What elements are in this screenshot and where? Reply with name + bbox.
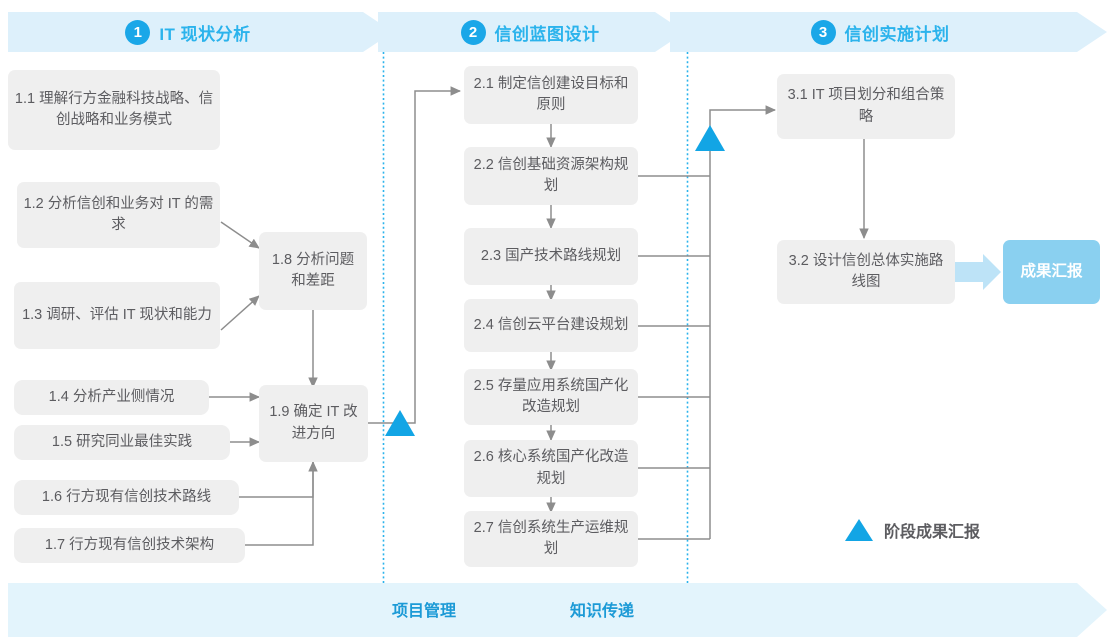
task-box-1-3[interactable]: 1.3 调研、评估 IT 现状和能力 [14,282,220,349]
task-box-2-7[interactable]: 2.7 信创系统生产运维规划 [464,511,638,567]
task-box-2-6[interactable]: 2.6 核心系统国产化改造规划 [464,440,638,497]
task-box-1-5[interactable]: 1.5 研究同业最佳实践 [14,425,230,460]
task-box-1-6[interactable]: 1.6 行方现有信创技术路线 [14,480,239,515]
task-box-3-2[interactable]: 3.2 设计信创总体实施路线图 [777,240,955,304]
outcome-box[interactable]: 成果汇报 [1003,240,1100,304]
phase-header-band-1 [8,12,393,52]
task-box-3-1[interactable]: 3.1 IT 项目划分和组合策略 [777,74,955,139]
task-box-2-4[interactable]: 2.4 信创云平台建设规划 [464,299,638,352]
task-box-2-3[interactable]: 2.3 国产技术路线规划 [464,228,638,285]
footer-item-project-management[interactable]: 项目管理 [392,603,457,620]
footer-band [8,583,1107,637]
connector-1-9-to-2-1 [368,86,462,424]
task-box-1-4[interactable]: 1.4 分析产业侧情况 [14,380,209,415]
connector-1-7-to-1-9 [245,462,314,546]
milestone-triangle-phase1 [385,410,415,436]
task-box-1-1[interactable]: 1.1 理解行方金融科技战略、信创战略和业务模式 [8,70,220,150]
connector-1-3-to-1-8 [220,295,260,331]
task-box-2-2[interactable]: 2.2 信创基础资源架构规划 [464,147,638,205]
task-box-2-1[interactable]: 2.1 制定信创建设目标和原则 [464,66,638,124]
milestone-triangle-phase2 [695,125,725,151]
connector-1-6-to-1-9 [239,460,318,498]
task-box-2-5[interactable]: 2.5 存量应用系统国产化改造规划 [464,369,638,425]
phase-header-band-3 [670,12,1107,52]
task-box-1-8[interactable]: 1.8 分析问题和差距 [259,232,367,310]
task-box-1-2[interactable]: 1.2 分析信创和业务对 IT 的需求 [17,182,220,248]
task-box-1-7[interactable]: 1.7 行方现有信创技术架构 [14,528,245,563]
connector-trunk-to-3-1 [709,105,777,539]
footer-item-knowledge-transfer[interactable]: 知识传递 [570,603,635,620]
phase-header-band-2 [378,12,685,52]
milestone-triangle-icon [845,519,873,541]
legend: 阶段成果汇报 [845,518,980,542]
task-box-1-9[interactable]: 1.9 确定 IT 改进方向 [259,385,368,462]
connector-1-2-to-1-8 [220,221,260,249]
legend-label: 阶段成果汇报 [884,524,981,541]
connector-3-2-to-outcome [955,254,1001,290]
